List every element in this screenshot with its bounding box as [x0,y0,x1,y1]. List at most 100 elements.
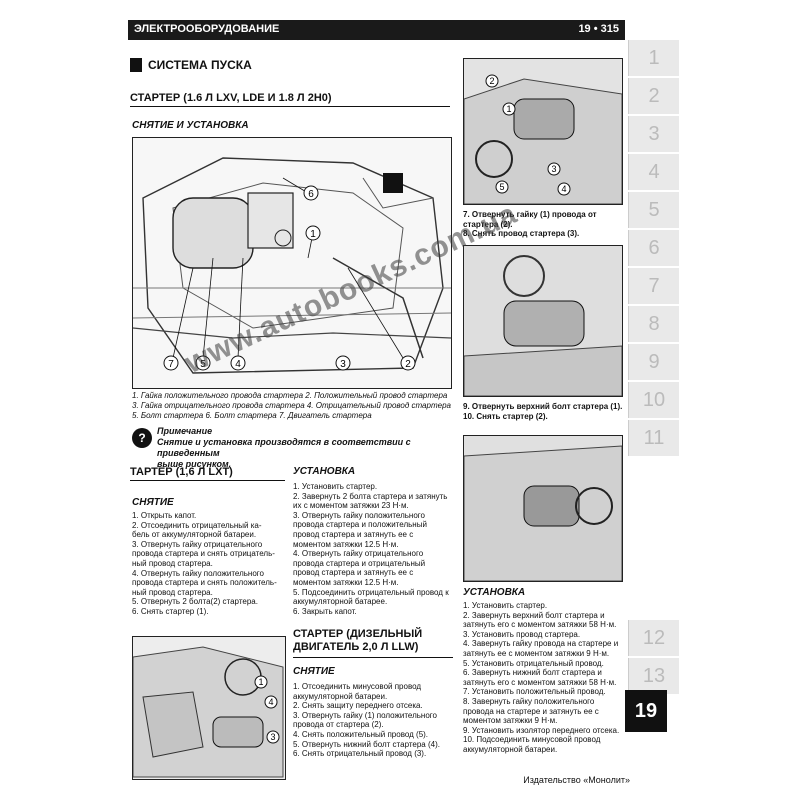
side-tab[interactable]: 8 [628,306,679,342]
list-item: 9. Отвернуть верхний болт стартера (1). [463,402,623,411]
list-item: 5. Отвернуть нижний болт стартера (4). [293,739,440,749]
side-tab[interactable]: 11 [628,420,679,456]
side-tab[interactable]: 4 [628,154,679,190]
right-figure-1-drawing: 2 1 3 5 4 [464,59,622,204]
list-item: 5. Отвернуть 2 болта(2) стартера. [132,597,258,607]
starter3-removal-list: 1. Отсоединить минусовой провод аккумуля… [293,682,453,759]
note-icon: ? [132,428,152,448]
list-item: 4. Снять положительный провод (5). [293,729,429,739]
fig3-label-3: 3 [270,732,275,742]
right-figure-2-drawing [464,246,622,396]
starter3-title-line: СТАРТЕР (ДИЗЕЛЬНЫЙ [293,628,423,640]
starter2-install-list: 1. Установить стартер. 2. Завернуть 2 бо… [293,482,453,616]
list-item: 10. Снять стартер (2). [463,411,548,421]
starter2-install-title: УСТАНОВКА [293,466,356,477]
starter2-removal-title: СНЯТИЕ [132,497,174,508]
list-item: 1. Установить стартер. [463,601,548,610]
starter3-title: СТАРТЕР (ДИЗЕЛЬНЫЙ ДВИГАТЕЛЬ 2,0 Л LLW) [293,628,422,654]
list-item: ный провод стартера. [132,558,213,568]
fig1-label-1: 1 [310,229,316,240]
list-item: 5. Подсоединить отрицательный провод к а… [293,587,449,607]
right-figure-2 [463,245,623,397]
side-tab[interactable]: 1 [628,40,679,76]
diesel-starter-figure: 1 4 3 [132,636,286,780]
title-marker [130,58,142,72]
list-item: 4. Отвернуть гайку положительного [132,568,264,578]
list-item: 5. Установить отрицательный провод. [463,658,604,668]
list-item: 10. Подсоединить минусовой провод аккуму… [463,735,601,754]
right-steps-a: 7. Отвернуть гайку (1) провода от старте… [463,210,623,239]
caption-line: 5. Болт стартера 6. Болт стартера 7. Дви… [132,411,372,420]
right-steps-b: 9. Отвернуть верхний болт стартера (1). … [463,402,623,421]
publisher-footer: Издательство «Монолит» [523,775,630,785]
title-rule [293,657,453,658]
fig3-label-4: 4 [268,697,273,707]
side-tab[interactable]: 7 [628,268,679,304]
fig1-label-7: 7 [168,359,174,370]
list-item: 3. Установить провод стартера. [463,629,581,639]
right-figure-1: 2 1 3 5 4 [463,58,623,205]
list-item: 2. Отсоединить отрицательный ка- [132,520,262,530]
starter3-title-line: ДВИГАТЕЛЬ 2,0 Л LLW) [293,641,419,653]
page-header: ЭЛЕКТРООБОРУДОВАНИЕ 19 • 315 [128,20,625,40]
caption-line: 3. Гайка отрицательного провода стартера… [132,401,451,410]
engine-drawing: 6 1 7 5 4 3 2 [133,138,451,388]
side-tab[interactable]: 9 [628,344,679,380]
title-rule [130,480,285,481]
fig1-label-2: 2 [405,359,411,370]
engine-starter-figure: 6 1 7 5 4 3 2 [132,137,452,389]
list-item: 1. Установить стартер. [293,482,378,491]
list-item: 3. Отвернуть гайку (1) положительного пр… [293,710,437,730]
list-item: 9. Установить изолятор переднего отсека. [463,725,620,735]
rfig1-label-5: 5 [499,182,504,192]
rfig1-label-1: 1 [506,104,511,114]
side-tab[interactable]: 5 [628,192,679,228]
list-item: ный провод стартера. [132,587,213,597]
starter2-removal-list: 1. Открыть капот. 2. Отсоединить отрицат… [132,511,282,617]
side-tab[interactable]: 12 [628,620,679,656]
note-box: Примечание Снятие и установка производят… [157,426,452,470]
side-tab[interactable]: 6 [628,230,679,266]
list-item: бель от аккумуляторной батареи. [132,530,257,540]
right-figure-3-drawing [464,436,622,581]
list-item: провода стартера и снять положитель- [132,578,277,588]
list-item: 2. Завернуть верхний болт стартера и зат… [463,610,617,630]
page-number: 19 • 315 [578,23,619,35]
list-item: 2. Завернуть 2 болта стартера и затянуть… [293,491,448,511]
list-item: 6. Снять стартер (1). [132,606,209,616]
list-item: 2. Снять защиту переднего отсека. [293,701,423,711]
list-item: 1. Отсоединить минусовой провод аккумуля… [293,682,422,701]
figure-caption: 1. Гайка положительного провода стартера… [132,391,452,421]
starter1-title: СТАРТЕР (1.6 Л LXV, LDE И 1.8 Л 2H0) [130,92,332,104]
fig1-label-5: 5 [200,359,206,370]
list-item: 8. Завернуть гайку положительного провод… [463,696,599,726]
side-tab[interactable]: 2 [628,78,679,114]
starter3-removal-title: СНЯТИЕ [293,666,335,677]
list-item: 6. Закрыть капот. [293,606,357,616]
right-figure-3 [463,435,623,582]
list-item: 3. Отвернуть гайку положительного провод… [293,510,427,549]
main-title: СИСТЕМА ПУСКА [148,58,252,72]
fig3-label-1: 1 [258,677,263,687]
side-tabs: 1 2 3 4 5 6 7 8 9 10 11 12 13 [628,40,800,700]
active-chapter-tab[interactable]: 19 [625,690,667,732]
fig1-label-4: 4 [235,359,241,370]
list-item: провода стартера и снять отрицатель- [132,549,275,559]
list-item: 7. Отвернуть гайку (1) провода от старте… [463,210,597,229]
right-install-title: УСТАНОВКА [463,587,526,598]
note-text: Снятие и установка производятся в соотве… [157,437,411,458]
section-title: ЭЛЕКТРООБОРУДОВАНИЕ [134,23,280,35]
right-install-list: 1. Установить стартер. 2. Завернуть верх… [463,601,625,755]
side-tab[interactable]: 13 [628,658,679,694]
rfig1-label-3: 3 [551,164,556,174]
diesel-engine-drawing: 1 4 3 [133,637,285,779]
note-label: Примечание [157,426,213,436]
side-tab[interactable]: 10 [628,382,679,418]
rfig1-label-4: 4 [561,184,566,194]
rfig1-label-2: 2 [489,76,494,86]
list-item: 7. Установить положительный провод. [463,687,606,697]
starter1-subtitle: СНЯТИЕ И УСТАНОВКА [132,120,249,131]
list-item: 6. Снять отрицательный провод (3). [293,749,427,759]
list-item: 3. Отвернуть гайку отрицательного [132,539,263,549]
side-tab[interactable]: 3 [628,116,679,152]
